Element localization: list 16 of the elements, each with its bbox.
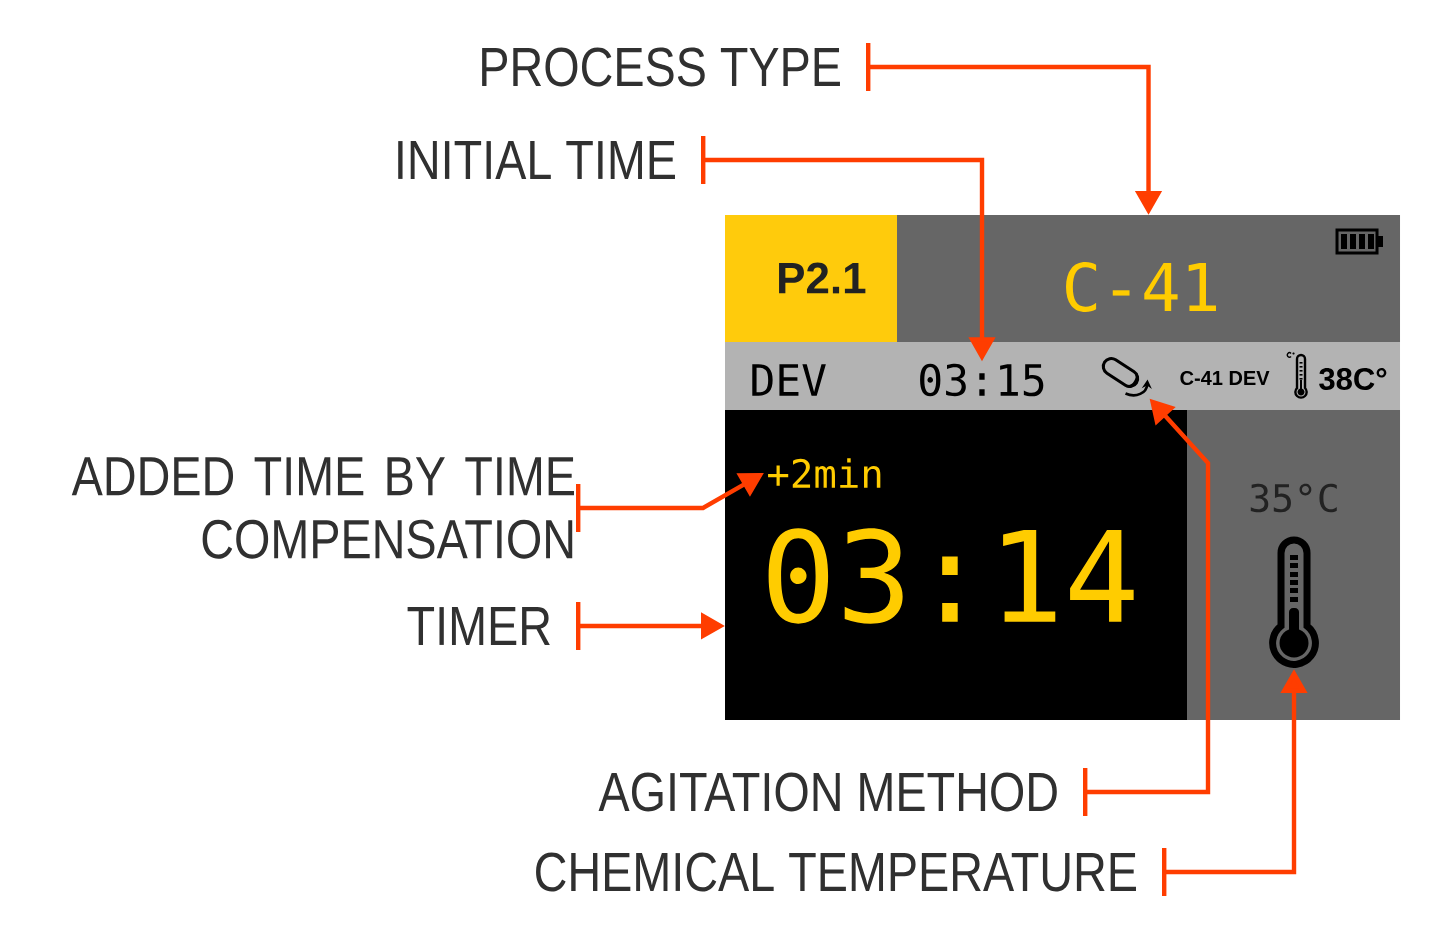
developer-label: C-41 DEV <box>1180 370 1270 386</box>
callout-label: ADDED TIME BY TIME COMPENSATION <box>71 457 574 559</box>
thermometer-icon <box>1269 536 1319 668</box>
timer-digits: 03:14 <box>768 528 1134 624</box>
step-label: DEV <box>752 364 826 396</box>
callout-label: PROCESS TYPE <box>482 47 840 87</box>
temperature-reading: 35°C <box>1250 483 1337 513</box>
header-tile: P2.1 <box>725 215 897 342</box>
callout-label: INITIAL TIME <box>398 141 675 179</box>
callout-label: TIMER <box>407 607 550 645</box>
callout-label: AGITATION METHOD <box>598 772 1057 812</box>
title-bar: C-41 <box>897 215 1400 342</box>
callout-label: CHEMICAL TEMPERATURE <box>536 852 1136 892</box>
temperature-reading: 38C° <box>1319 368 1387 390</box>
time-readout: 03:15 <box>920 363 1044 397</box>
added-time: +2min <box>768 458 881 488</box>
